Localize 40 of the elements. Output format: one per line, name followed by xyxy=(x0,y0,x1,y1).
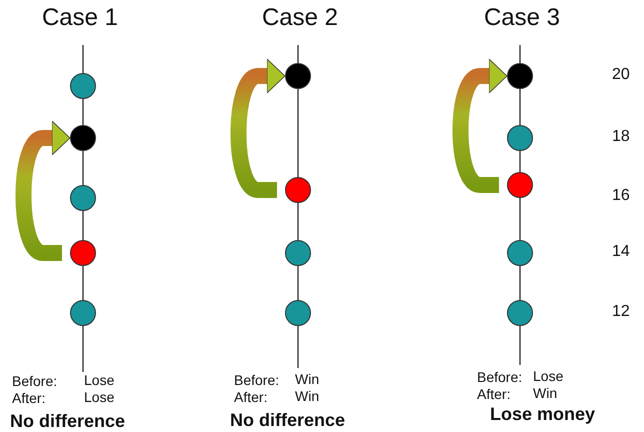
summary-text: No difference xyxy=(10,412,126,430)
outcome-text: Before: xyxy=(234,373,280,387)
axis-value: 18 xyxy=(612,129,630,145)
axis-value: 16 xyxy=(612,188,630,204)
circle-marker xyxy=(70,185,96,211)
circle-marker xyxy=(285,177,311,203)
circle-marker xyxy=(507,300,533,326)
outcome-text: After: xyxy=(477,387,510,401)
outcome-text: After: xyxy=(234,390,268,404)
outcome-text: Before: xyxy=(12,374,58,388)
circle-marker xyxy=(507,63,533,89)
outcome-text: Win xyxy=(295,372,320,386)
curved-arrow xyxy=(16,120,70,261)
circle-marker xyxy=(507,172,533,198)
axis-value: 14 xyxy=(612,244,630,260)
case-heading: Case 3 xyxy=(484,6,560,30)
axis-value: 12 xyxy=(612,304,630,320)
circle-marker xyxy=(70,73,96,99)
outcome-text: Lose xyxy=(533,369,564,383)
circle-marker xyxy=(70,300,96,326)
outcome-text: Win xyxy=(295,389,320,403)
circle-marker xyxy=(70,240,96,266)
outcome-text: Lose xyxy=(84,390,114,404)
outcome-text: After: xyxy=(12,391,46,405)
outcome-text: Win xyxy=(533,386,558,400)
curved-arrow xyxy=(452,58,508,193)
case-heading: Case 2 xyxy=(262,6,338,30)
axis-value: 20 xyxy=(612,67,630,83)
circle-marker xyxy=(507,125,533,151)
circle-marker xyxy=(285,63,311,89)
summary-text: No difference xyxy=(230,411,346,429)
summary-text: Lose money xyxy=(490,405,596,423)
circle-marker xyxy=(507,240,533,266)
circle-marker xyxy=(285,300,311,326)
case-heading: Case 1 xyxy=(42,6,118,30)
circle-marker xyxy=(70,125,96,151)
curved-arrow xyxy=(230,58,286,198)
circle-marker xyxy=(285,240,311,266)
outcome-text: Before: xyxy=(477,370,522,384)
outcome-text: Lose xyxy=(84,373,114,387)
